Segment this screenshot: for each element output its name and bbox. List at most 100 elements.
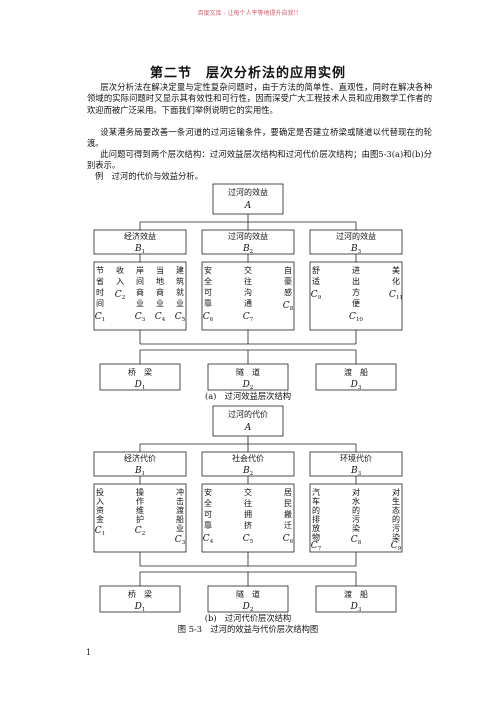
subcriterion-3-char: 染 [392, 532, 400, 542]
subcriterion-4-char: 业 [156, 298, 164, 308]
subcriterion-symbol: C6 [203, 312, 214, 323]
subcriterion-symbol: C8 [351, 535, 362, 546]
subcriterion-1-char: 金 [96, 514, 104, 524]
subcriterion-1-char: 入 [96, 497, 104, 506]
page-number: 1 [86, 648, 92, 657]
subcriterion-3-char: 的 [392, 514, 400, 524]
subcriterion-1-char: 舒 [312, 265, 320, 275]
subcriterion-3-char: 化 [392, 276, 400, 286]
subcriterion-1-char: 省 [96, 276, 104, 286]
subcriterion-2-char: 进 [352, 266, 360, 275]
subcriterion-2-char: 交 [244, 487, 252, 497]
subcriterion-symbol: C7 [311, 541, 322, 552]
subcriterion-2-char: 染 [352, 523, 360, 533]
example-line: 例 过河的代价与效益分析。 [95, 171, 203, 181]
alternative-label: 隧 道 [236, 589, 260, 599]
subcriterion-5-char: 建 [176, 265, 184, 275]
subcriterion-4-char: 当 [156, 265, 164, 275]
subcriterion-1-char: 可 [204, 288, 212, 297]
subcriterion-3-char: 美 [392, 265, 400, 275]
subcriterion-symbol: C10 [349, 312, 363, 323]
criterion-symbol: B3 [350, 466, 362, 477]
subcriterion-3-char: 感 [284, 287, 292, 297]
subcriterion-symbol: C2 [115, 290, 125, 301]
subcriterion-3-char: 间 [136, 277, 144, 286]
subcriterion-1-char: 放 [312, 523, 320, 533]
subcriterion-2-char: 操 [136, 487, 144, 497]
subcriterion-5-char: 就 [176, 287, 184, 297]
subcriterion-2-char: 收 [116, 265, 124, 275]
figure-caption: 图 5-3 过河的效益与代价层次结构图 [177, 624, 319, 634]
subcriterion-symbol: C1 [95, 312, 105, 323]
criterion-label: 过河的效益 [228, 231, 268, 241]
top-label: 过河的代价 [228, 409, 268, 419]
criterion-label: 经济代价 [124, 453, 156, 463]
paragraph-2: 设某港务局要改善一条河道的过河运输条件，要确定是否建立桥梁或隧道以代替现在的轮渡… [87, 127, 432, 149]
subcriterion-2-char: 往 [244, 498, 252, 508]
alternative-symbol: D1 [134, 602, 146, 613]
watermark-text: 百度文库 - 让每个人平等地提升自我!! [197, 10, 299, 17]
alternative-box [99, 363, 181, 391]
subcriterion-3-char: 渡 [176, 505, 184, 515]
subcriterion-2-char: 污 [352, 514, 360, 524]
paragraph-3: 此问题可得到两个层次结构：过河效益层次结构和过河代价层次结构；由图5-3(a)和… [87, 149, 432, 171]
subcriterion-symbol: C3 [135, 312, 146, 323]
subcriterion-1-char: 投 [96, 487, 104, 497]
section-title: 第二节 层次分析法的应用实例 [149, 66, 346, 81]
subcriterion-symbol: C4 [155, 312, 166, 323]
subcriterion-3-char: 态 [392, 505, 400, 515]
subcriterion-3-char: 民 [284, 499, 292, 508]
subcriterion-symbol: C7 [243, 312, 254, 323]
subcriterion-symbol: C2 [135, 526, 145, 537]
subcriterion-2-char: 便 [352, 298, 360, 308]
top-symbol: A [244, 201, 252, 211]
top-symbol: A [244, 423, 252, 433]
alternative-box [207, 585, 289, 613]
subcriterion-3-char: 搬 [284, 509, 292, 519]
subcriterion-1-char: 汽 [312, 487, 320, 497]
subcriterion-1-char: 靠 [204, 520, 212, 530]
subcriterion-1-char: 资 [96, 505, 104, 515]
criterion-symbol: B3 [350, 244, 362, 255]
alternative-symbol: D2 [242, 380, 254, 391]
subcriterion-3-char: 污 [392, 523, 400, 533]
subcriterion-symbol: C1 [95, 526, 105, 537]
criterion-label: 过河的效益 [336, 231, 376, 241]
subcriterion-2-char: 护 [136, 514, 144, 524]
subcriterion-3-char: 岸 [136, 266, 144, 275]
subcriterion-symbol: C5 [243, 534, 254, 545]
subcriterion-1-char: 适 [312, 276, 320, 286]
subcriterion-2-char: 通 [244, 298, 252, 308]
subcriterion-2-char: 沟 [244, 287, 252, 297]
alternative-box [207, 363, 289, 391]
subcriterion-1-char: 全 [204, 498, 212, 508]
subcriterion-2-char: 出 [352, 276, 360, 286]
subcriterion-3-char: 业 [176, 523, 184, 533]
subcriterion-2-char: 挤 [244, 520, 252, 530]
subcriterion-3-char: 生 [392, 496, 400, 506]
subcriterion-4-char: 商 [156, 287, 164, 297]
subcriterion-1-char: 全 [204, 276, 212, 286]
subcriterion-3-char: 自 [284, 265, 292, 275]
subcriterion-2-char: 的 [352, 505, 360, 515]
subcriterion-3-char: 居 [284, 488, 292, 497]
subcriterion-2-char: 维 [136, 505, 144, 515]
subcriterion-1-char: 车 [312, 496, 320, 506]
subcriterion-1-char: 可 [204, 510, 212, 519]
subcriterion-3-char: 船 [176, 514, 184, 524]
subcriterion-1-char: 时 [96, 287, 104, 297]
alternative-label: 渡 船 [344, 367, 368, 377]
alternative-symbol: D3 [350, 602, 362, 613]
criterion-symbol: B1 [134, 244, 145, 255]
subcriterion-1-char: 靠 [204, 298, 212, 308]
subcriterion-2-char: 方 [352, 287, 360, 297]
paragraph-1: 层次分析法在解决定量与定性复杂问题时，由于方法的简单性、直观性，同时在解决各种领… [87, 82, 432, 115]
subcriterion-symbol: C4 [203, 534, 214, 545]
subcriterion-2-char: 对 [352, 487, 360, 497]
subcriterion-3-char: 迁 [284, 520, 292, 530]
subcriterion-2-char: 入 [116, 277, 124, 286]
top-label: 过河的效益 [228, 187, 268, 197]
alternative-symbol: D1 [134, 380, 146, 391]
subcriterion-3-char: 对 [392, 487, 400, 497]
